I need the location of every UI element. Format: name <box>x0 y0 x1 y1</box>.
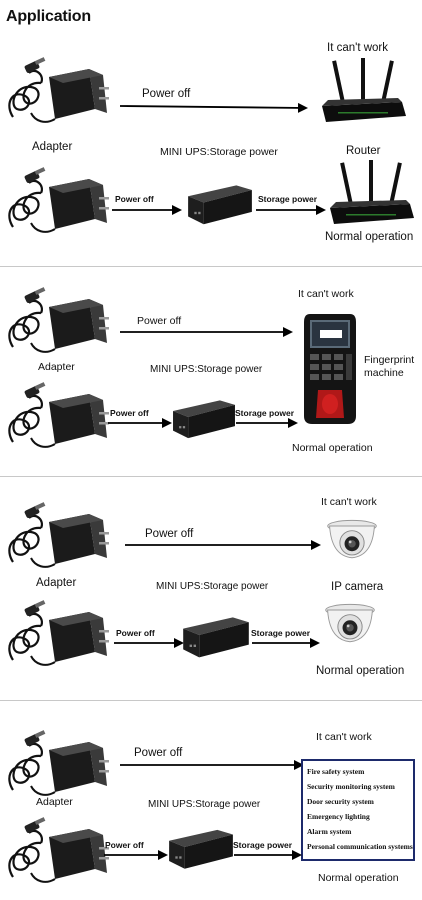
power-off-arrow <box>120 102 308 113</box>
adapter-label: Adapter <box>32 141 73 153</box>
adapter-label: Adapter <box>36 577 77 589</box>
storage-power-label: Storage power <box>258 194 318 204</box>
section-divider <box>0 700 422 701</box>
storage-power-label: Storage power <box>251 628 311 638</box>
storage-power-arrow <box>252 638 320 648</box>
storage-power-arrow <box>234 850 302 860</box>
adapter-image <box>5 380 115 460</box>
power-off-label: Power off <box>134 747 183 759</box>
router-label: Router <box>346 145 381 157</box>
power-off-label: Power off <box>142 88 191 100</box>
systems-list-box: Fire safety system Security monitoring s… <box>301 759 415 861</box>
adapter-image <box>5 285 115 365</box>
mini-ups-image <box>180 602 252 668</box>
power-off-arrow <box>120 760 304 770</box>
adapter-image <box>5 598 115 678</box>
adapter-label: Adapter <box>38 361 75 373</box>
normal-operation-label: Normal operation <box>325 231 414 243</box>
mini-ups-image <box>166 815 236 879</box>
ip-camera-label: IP camera <box>331 581 384 593</box>
adapter-image <box>5 500 115 580</box>
power-off-small-label: Power off <box>110 408 149 418</box>
page-title: Application <box>6 8 91 25</box>
router-image <box>318 58 408 128</box>
power-off-small-label: Power off <box>116 628 155 638</box>
storage-power-label: Storage power <box>235 408 295 418</box>
ip-camera-image <box>322 600 378 648</box>
adapter-image <box>5 55 115 135</box>
ups-label: MINI UPS:Storage power <box>148 799 261 810</box>
power-off-small-label: Power off <box>115 194 154 204</box>
storage-power-arrow <box>236 418 298 428</box>
power-off-arrow <box>104 850 168 860</box>
system-item: Alarm system <box>307 827 352 836</box>
adapter-image <box>5 165 115 245</box>
fingerprint-machine-image <box>304 314 356 424</box>
normal-operation-label: Normal operation <box>318 872 399 884</box>
power-off-small-label: Power off <box>105 840 144 850</box>
system-item: Personal communication systems <box>307 842 413 851</box>
power-off-label: Power off <box>145 528 194 540</box>
adapter-label: Adapter <box>36 796 73 808</box>
system-item: Door security system <box>307 797 374 806</box>
adapter-image <box>5 815 115 895</box>
normal-operation-label: Normal operation <box>316 665 405 677</box>
cant-work-label: It can't work <box>321 496 377 508</box>
storage-power-label: Storage power <box>233 840 293 850</box>
ups-label: MINI UPS:Storage power <box>150 364 263 375</box>
power-off-arrow <box>112 205 182 215</box>
ip-camera-image <box>324 516 380 564</box>
mini-ups-image <box>185 170 255 235</box>
power-off-arrow <box>108 418 172 428</box>
section-divider <box>0 476 422 477</box>
router-image <box>326 160 416 230</box>
fingerprint-machine-label: Fingerprint machine <box>364 354 415 379</box>
cant-work-label: It can't work <box>298 288 354 300</box>
cant-work-label: It can't work <box>327 42 388 54</box>
mini-ups-image <box>170 386 238 448</box>
normal-operation-label: Normal operation <box>292 442 373 454</box>
section-divider <box>0 266 422 267</box>
ups-label: MINI UPS:Storage power <box>156 581 269 592</box>
system-item: Emergency lighting <box>307 812 370 821</box>
power-off-label: Power off <box>137 315 182 327</box>
power-off-arrow <box>114 638 184 648</box>
system-item: Fire safety system <box>307 767 365 776</box>
system-item: Security monitoring system <box>307 782 395 791</box>
cant-work-label: It can't work <box>316 731 372 743</box>
power-off-arrow <box>120 327 293 337</box>
storage-power-arrow <box>256 205 326 215</box>
ups-label: MINI UPS:Storage power <box>160 146 278 158</box>
power-off-arrow <box>125 540 321 550</box>
